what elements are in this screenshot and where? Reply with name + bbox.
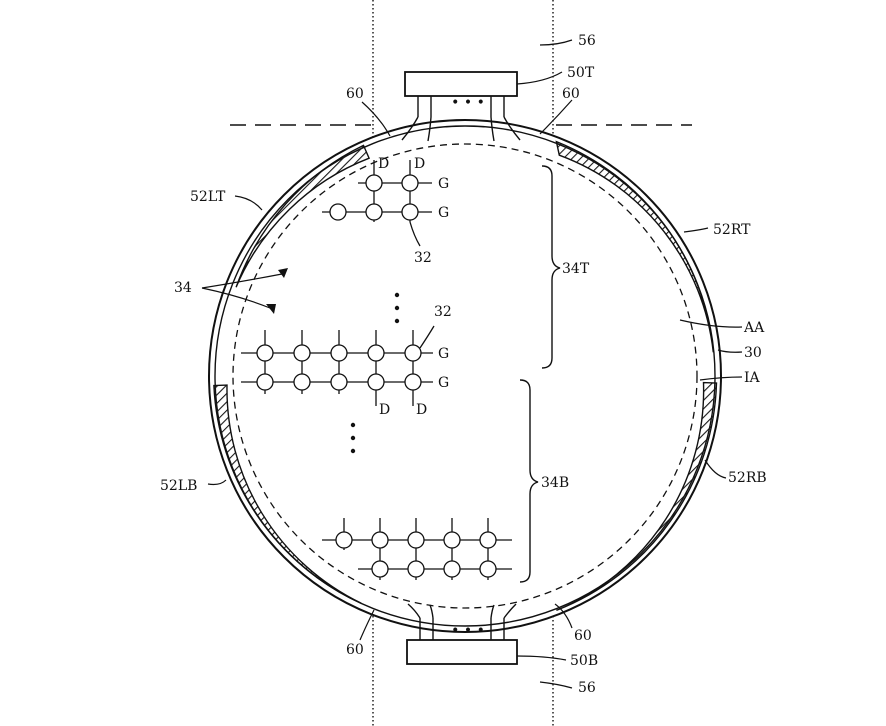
brace-icon [519, 165, 561, 583]
label-seg-right-bottom: 52RB [728, 470, 767, 486]
pixel-circle-icon [365, 174, 383, 192]
label-gate: G [438, 375, 449, 391]
label-gap-top-right: 60 [562, 86, 580, 102]
leader-lines [201, 39, 743, 689]
hatched-segments [213, 140, 718, 612]
pixel-circle-icon [371, 531, 389, 549]
label-pixel-top: 32 [414, 250, 432, 266]
label-data: D [416, 402, 427, 418]
pixel-grid-middle [241, 325, 435, 406]
pixel-circle-icon [256, 344, 274, 362]
label-gate: G [438, 205, 449, 221]
pixel-circle-icon [479, 531, 497, 549]
label-seg-right-top: 52RT [713, 222, 751, 238]
pixel-circle-icon [367, 344, 385, 362]
pixel-grid-top [322, 160, 432, 247]
label-group-top: 34T [562, 261, 590, 277]
display-outline [208, 119, 722, 633]
pixel-circle-icon [367, 373, 385, 391]
pixel-circle-icon [329, 203, 347, 221]
hatched-segment-icon [555, 140, 714, 353]
label-gap-top-left: 60 [346, 86, 364, 102]
connectors [401, 71, 521, 665]
label-gate: G [438, 346, 449, 362]
connector-bottom-ellipsis: • • • [451, 623, 485, 639]
pixel-circle-icon [407, 560, 425, 578]
label-gap-bottom-right: 60 [574, 628, 592, 644]
label-group-bottom: 34B [541, 475, 569, 491]
label-active-area: AA [743, 320, 765, 336]
pixel-circle-icon [293, 373, 311, 391]
pixel-circle-icon [404, 344, 422, 362]
label-pixel-mid: 32 [434, 304, 452, 320]
label-data: D [414, 156, 425, 172]
label-seg-left-top: 52LT [190, 189, 226, 205]
pixel-circle-icon [330, 344, 348, 362]
connector-top [404, 71, 518, 97]
pixel-circle-icon [293, 344, 311, 362]
label-data: D [379, 402, 390, 418]
pixel-circle-icon [443, 531, 461, 549]
label-data: D [378, 156, 389, 172]
pixel-grid-bottom [322, 518, 512, 580]
pixel-circle-icon [407, 531, 425, 549]
pixel-circle-icon [443, 560, 461, 578]
leader-arrowheads [266, 268, 288, 314]
label-display: 30 [744, 345, 762, 361]
label-connector-top: 50T [567, 65, 595, 81]
label-band-top: 56 [578, 33, 596, 49]
connector-bottom [406, 639, 518, 665]
label-connector-bottom: 50B [570, 653, 598, 669]
label-gate: G [438, 176, 449, 192]
pixel-circle-icon [479, 560, 497, 578]
label-gap-bottom-left: 60 [346, 642, 364, 658]
pixel-circle-icon [335, 531, 353, 549]
pixel-circle-icon [401, 203, 419, 221]
hatched-segment-icon [213, 384, 362, 604]
connector-top-ellipsis: • • • [451, 95, 485, 111]
label-seg-left-bottom: 52LB [160, 478, 197, 494]
hatched-segment-icon [556, 381, 718, 612]
pixel-circle-icon [371, 560, 389, 578]
pixel-circle-icon [365, 203, 383, 221]
active-area-boundary [232, 143, 698, 609]
label-band-bottom: 56 [578, 680, 596, 696]
hatched-segment-icon [235, 144, 371, 288]
pixel-circle-icon [404, 373, 422, 391]
pixel-circle-icon [401, 174, 419, 192]
vertical-ellipsis-icon [350, 292, 400, 454]
label-inactive-area: IA [744, 370, 761, 386]
label-rows: 34 [174, 280, 192, 296]
pixel-circle-icon [330, 373, 348, 391]
pixel-circle-icon [256, 373, 274, 391]
